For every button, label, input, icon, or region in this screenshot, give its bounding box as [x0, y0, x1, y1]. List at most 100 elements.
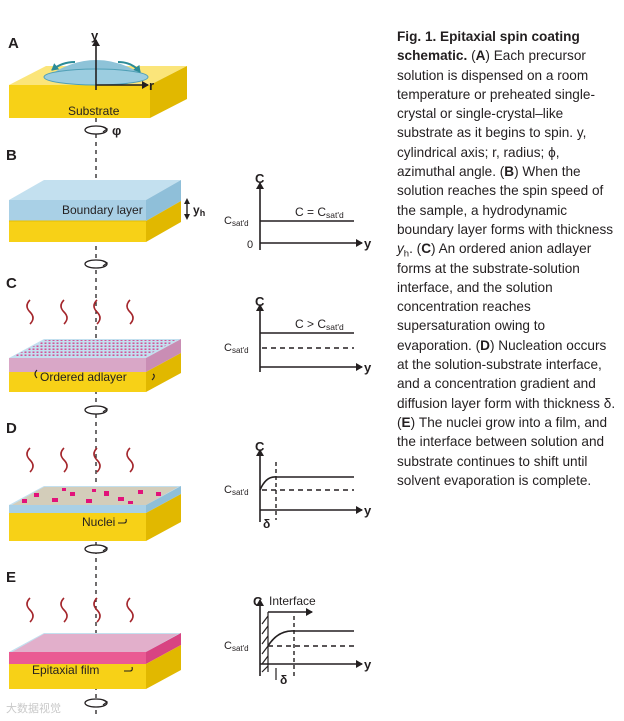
rotation-symbol-d: [84, 544, 109, 554]
solution-front-b: [9, 200, 146, 221]
panel-a: A y r Substrate: [8, 28, 187, 118]
graph-b-csat: Csat'd: [224, 215, 249, 228]
phi-label: φ: [112, 123, 121, 138]
graph-d-csat-main: C: [224, 484, 232, 496]
panel-c-letter: C: [6, 275, 17, 292]
caption-body: (A) Each precursor solution is dispensed…: [397, 48, 615, 488]
wave-e1: [26, 597, 34, 623]
substrate-front-b: [9, 221, 146, 242]
caption-segment: A: [475, 48, 486, 64]
graph-c: C y Csat'd C > Csat'd: [224, 294, 372, 375]
wave-d4: [126, 447, 134, 473]
graph-c-annotation-main: C > C: [295, 317, 326, 331]
nuclei-label: Nuclei: [82, 515, 115, 529]
adlayer-leader-right: [151, 373, 155, 381]
caption-segment: B: [504, 164, 515, 180]
graph-b-annotation: C = Csat'd: [295, 205, 344, 220]
graph-e-hatch: [261, 612, 269, 673]
wave-c4: [126, 299, 134, 325]
graph-e-interface-label: Interface: [269, 594, 316, 608]
panel-e-letter: E: [6, 569, 16, 586]
substrate-front-a: [9, 85, 150, 118]
panel-e: E Epitaxial film C y: [6, 569, 372, 689]
rotation-symbol-b: [84, 259, 109, 269]
panel-d: D Nuclei C y: [6, 420, 372, 541]
caption-segment: h: [403, 248, 410, 260]
graph-e-y-label: y: [364, 657, 372, 672]
solution-side-d: [146, 486, 181, 513]
graph-e-c-label: C: [253, 594, 263, 609]
graph-b: C y Csat'd 0 C = Csat'd: [224, 171, 372, 251]
substrate-side-e: [146, 645, 181, 689]
graph-e-delta: δ: [280, 673, 287, 687]
caption-title: Fig. 1. Epitaxial spin coating schematic…: [397, 29, 580, 64]
figure-caption: Fig. 1. Epitaxial spin coating schematic…: [397, 27, 619, 490]
graph-b-csat-main: C: [224, 215, 232, 227]
caption-segment: D: [480, 337, 490, 353]
axis-y-label-a: y: [91, 28, 99, 43]
solution-front-d: [9, 505, 146, 513]
wave-c3: [93, 299, 101, 325]
caption-segment: ) An ordered anion adlayer forms at the …: [397, 241, 592, 353]
panel-b: B Boundary layer yh C y Csat'd 0 C = Csa…: [6, 147, 372, 251]
evaporation-waves-c: [26, 299, 134, 325]
graph-d-csat-sub: sat'd: [232, 488, 249, 497]
panel-d-letter: D: [6, 420, 17, 437]
spread-arrow-right: [117, 61, 141, 73]
graph-d-conc-curve: [259, 476, 354, 491]
substrate-front-c: [9, 372, 146, 392]
graph-d-y-label: y: [364, 503, 372, 518]
graph-c-annotation: C > Csat'd: [295, 317, 344, 332]
graph-b-y-label: y: [364, 236, 372, 251]
graph-c-csat-main: C: [224, 342, 232, 354]
graph-c-y-label: y: [364, 360, 372, 375]
wave-c1: [26, 299, 34, 325]
spread-arrow-left: [51, 61, 76, 71]
graph-c-annotation-sub: sat'd: [326, 322, 344, 332]
adlayer-dots: [12, 340, 177, 357]
adlayer-leader-left: [34, 369, 38, 379]
graph-b-annotation-main: C = C: [295, 205, 326, 219]
caption-segment: ) When the solution reaches the spin spe…: [397, 164, 614, 237]
adlayer-side-c: [146, 339, 181, 372]
substrate-side-b: [146, 201, 181, 242]
thickness-label: yh: [193, 203, 205, 218]
nuclei: [22, 488, 161, 504]
graph-c-c-label: C: [255, 294, 265, 309]
caption-segment: (: [471, 48, 476, 64]
graph-d-c-label: C: [255, 439, 265, 454]
substrate-label: Substrate: [68, 104, 120, 118]
graph-e: C y Interface Csat'd δ: [224, 594, 372, 687]
adlayer-front-c: [9, 358, 146, 372]
caption-segment: . (: [409, 241, 422, 257]
graph-e-conc-curve: [267, 630, 354, 647]
wave-d1: [26, 447, 34, 473]
film-top-e: [12, 634, 178, 652]
boundary-layer-label: Boundary layer: [62, 203, 143, 217]
graph-c-csat-sub: sat'd: [232, 346, 249, 355]
caption-segment: ) Each precursor solution is dispensed o…: [397, 48, 595, 180]
panel-b-letter: B: [6, 147, 17, 164]
panel-a-letter: A: [8, 35, 19, 52]
substrate-side-a: [150, 66, 187, 118]
wave-d2: [60, 447, 68, 473]
graph-d: C y Csat'd δ: [224, 439, 372, 531]
axis-r-label: r: [149, 78, 154, 93]
wave-e3: [93, 597, 101, 623]
graph-e-csat-sub: sat'd: [232, 644, 249, 653]
substrate-side-c: [146, 353, 181, 392]
evaporation-waves-e: [26, 597, 134, 623]
substrate-front-d: [9, 513, 146, 541]
rotation-symbol-c: [84, 405, 109, 415]
substrate-front-e: [9, 664, 146, 689]
graph-c-csat: Csat'd: [224, 342, 249, 355]
film-side-e: [146, 633, 181, 664]
solution-side-b: [146, 180, 181, 221]
graph-b-c-label: C: [255, 171, 265, 186]
caption-segment: C: [421, 241, 432, 257]
caption-segment: ) Nucleation occurs at the solution-subs…: [397, 337, 616, 430]
graph-b-zero: 0: [247, 239, 253, 251]
graph-b-annotation-sub: sat'd: [326, 210, 344, 220]
wave-c2: [60, 299, 68, 325]
caption-segment: y: [397, 241, 404, 257]
